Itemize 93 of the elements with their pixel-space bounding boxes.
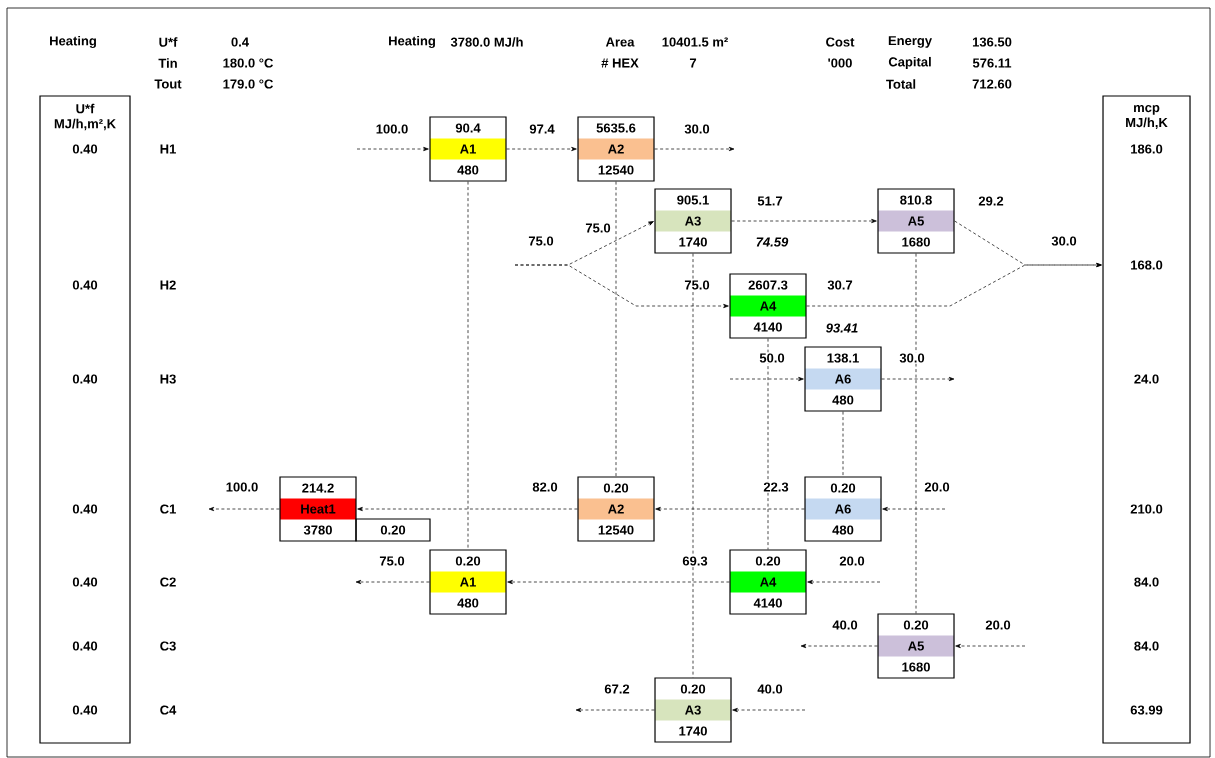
label-text: '000 xyxy=(826,57,854,69)
edge-label: 51.7 xyxy=(756,195,784,207)
edge-label: 75.0 xyxy=(683,279,711,291)
label-text: Area xyxy=(604,36,636,48)
stream-label: C4 xyxy=(158,704,178,716)
edge-label: 30.7 xyxy=(826,279,854,291)
exchanger-box: 0.20 A2 12540 xyxy=(577,476,655,542)
heading-text: Heating xyxy=(48,34,98,50)
edge-label: 69.3 xyxy=(681,555,709,567)
arrow xyxy=(882,506,946,512)
arrow xyxy=(731,218,877,224)
stream-label: H2 xyxy=(158,279,178,291)
arrow xyxy=(729,376,804,382)
edge-label: 67.2 xyxy=(603,683,631,695)
edge-label: 40.0 xyxy=(831,619,859,631)
value-text: 0.4 xyxy=(229,36,251,48)
connector-line xyxy=(767,338,769,550)
exchanger-box: 905.1 A3 1740 xyxy=(654,188,732,254)
ratio-label: 74.59 xyxy=(754,236,790,248)
arrow xyxy=(806,262,1102,307)
arrow xyxy=(356,146,429,152)
stream-label: H1 xyxy=(158,143,178,155)
arrow xyxy=(807,579,881,585)
exchanger-box: 810.8 A5 1680 xyxy=(877,188,955,254)
edge-label: 20.0 xyxy=(984,619,1012,631)
exchanger-box: 214.2 Heat1 3780 xyxy=(279,476,357,542)
value-text: 180.0 °C xyxy=(221,57,275,69)
stream-label: C1 xyxy=(158,503,178,515)
edge-label: 82.0 xyxy=(531,481,559,493)
stream-label: C2 xyxy=(158,576,178,588)
arrow xyxy=(357,506,578,512)
arrow xyxy=(955,643,1026,649)
exchanger-box: 0.20 A3 1740 xyxy=(654,677,732,743)
data-column: mcp MJ/h,K 186.0 168.0 24.0 210.0 84.0 84.0 63.99 xyxy=(1102,95,1191,744)
exchanger-box: 5635.6 A2 12540 xyxy=(577,116,655,182)
edge-label: 29.2 xyxy=(977,195,1005,207)
temperature-label: 75.0 xyxy=(527,235,555,247)
label-text: # HEX xyxy=(600,57,640,69)
ratio-label: 93.41 xyxy=(824,322,860,334)
edge-label: 50.0 xyxy=(758,352,786,364)
arrow xyxy=(355,579,430,585)
connector-line xyxy=(692,253,694,678)
exchanger-box: 90.4 A1 480 xyxy=(429,116,507,182)
edge-label: 75.0 xyxy=(584,222,612,234)
arrow xyxy=(507,579,730,585)
value-text: 7 xyxy=(688,57,698,69)
arrow xyxy=(514,264,729,309)
value-text: 3780.0 MJ/h xyxy=(449,36,525,48)
label-text: U*f xyxy=(157,36,179,48)
arrow xyxy=(655,506,805,512)
edge-label: 40.0 xyxy=(756,683,784,695)
edge-label: 100.0 xyxy=(224,481,260,493)
connector-line xyxy=(842,411,844,477)
arrow xyxy=(881,376,955,382)
data-column: U*f MJ/h,m²,K 0.40 0.40 0.40 0.40 0.40 0.40 0.40 xyxy=(39,95,131,744)
value-text: 576.11 xyxy=(971,57,1013,69)
edge-label: 75.0 xyxy=(378,555,406,567)
label-text: Tin xyxy=(157,57,179,69)
edge-label: 20.0 xyxy=(923,481,951,493)
edge-label: 22.3 xyxy=(762,481,790,493)
arrow xyxy=(575,707,655,713)
edge-label: 30.0 xyxy=(898,352,926,364)
value-text: 712.60 xyxy=(971,78,1013,90)
edge-label: 30.0 xyxy=(683,123,711,135)
heading-text: Heating xyxy=(387,34,437,50)
label-text: Energy xyxy=(886,35,934,49)
exchanger-box: 138.1 A6 480 xyxy=(804,346,882,412)
value-cell: 0.20 xyxy=(355,518,431,542)
arrow xyxy=(654,146,735,152)
arrow xyxy=(800,643,878,649)
arrow xyxy=(732,707,806,713)
exchanger-box: 0.20 A4 4140 xyxy=(729,549,807,615)
exchanger-box: 0.20 A6 480 xyxy=(804,476,882,542)
value-text: 179.0 °C xyxy=(221,78,275,90)
connector-line xyxy=(615,181,617,477)
edge-label: 97.4 xyxy=(528,123,556,135)
arrow xyxy=(506,146,577,152)
arrow xyxy=(208,506,280,512)
label-text: Total xyxy=(884,78,918,90)
temperature-label: 30.0 xyxy=(1050,235,1078,247)
label-text: Capital xyxy=(887,55,933,71)
value-text: 10401.5 m² xyxy=(660,36,730,48)
label-text: Cost xyxy=(824,36,856,48)
connector-line xyxy=(915,253,917,614)
exchanger-box: 0.20 A5 1680 xyxy=(877,613,955,679)
stream-label: H3 xyxy=(158,373,178,385)
exchanger-box: 0.20 A1 480 xyxy=(429,549,507,615)
label-text: Tout xyxy=(153,78,183,90)
edge-label: 20.0 xyxy=(838,555,866,567)
stream-label: C3 xyxy=(158,640,178,652)
edge-label: 100.0 xyxy=(374,123,410,135)
value-text: 136.50 xyxy=(971,36,1013,48)
exchanger-box: 2607.3 A4 4140 xyxy=(729,273,807,339)
